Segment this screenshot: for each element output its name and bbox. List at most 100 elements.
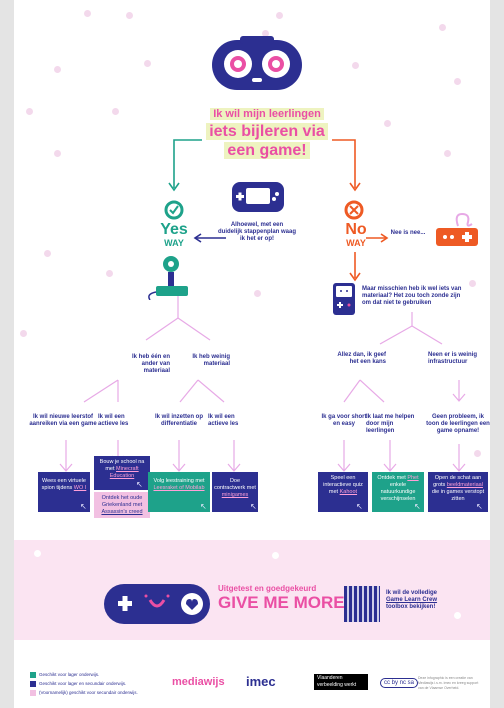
resource-beeldmateriaal[interactable]: Open de schat aan grots beeldmateriaal d… <box>428 472 488 512</box>
option-differentiation: Ik wil inzetten op differentiatie <box>154 414 203 427</box>
decor-dot <box>254 290 261 297</box>
cursor-icon: ↖ <box>250 502 257 511</box>
decor-dot <box>384 120 391 127</box>
resource-link-beeldmateriaal[interactable]: beeldmateriaal <box>446 482 483 488</box>
resource-text: Ontdek met <box>377 475 406 481</box>
branch-no-infrastructure: Neen er is weinig infrastructuur <box>428 352 478 365</box>
resource-text: Volg leestraining met <box>153 478 205 484</box>
branch-little-material: Ik heb weinig materiaal <box>192 354 230 367</box>
cursor-icon: ↖ <box>356 502 363 511</box>
resource-text: Doe contractwerk met <box>214 478 256 491</box>
resource-leesraket[interactable]: Volg leestraining met Leesraket of Mobil… <box>148 472 210 512</box>
resource-link-kahoot[interactable]: Kahoot <box>339 489 358 495</box>
maybe-text: Maar misschien heb ik wel iets van mater… <box>362 286 462 306</box>
resource-link-leesraket[interactable]: Leesraket of Mobilab <box>153 485 205 491</box>
legend-item: Geschikt voor lager en secundair onderwi… <box>30 681 126 687</box>
decor-dot <box>84 10 91 17</box>
legend-swatch <box>30 690 36 696</box>
check-icon <box>164 200 184 220</box>
legend-swatch <box>30 681 36 687</box>
infographic-page: Ik wil mijn leerlingen iets bijleren via… <box>14 0 490 708</box>
option-active-lesson-1: Ik wil een actieve les <box>98 414 129 427</box>
resource-text: Open de schat aan grots <box>433 475 482 488</box>
toolbox-cta[interactable]: Ik wil de volledige Game Learn Crew tool… <box>386 590 456 611</box>
resource-link-wo1[interactable]: WO I <box>73 485 87 491</box>
resource-assassins-creed[interactable]: Ontdek het oude Griekenland met Assassin… <box>94 492 150 518</box>
qr-code[interactable] <box>344 586 380 622</box>
decor-dot <box>112 108 119 115</box>
cursor-icon: ↖ <box>136 480 143 489</box>
decor-dot <box>444 150 451 157</box>
imec-logo: imec <box>246 674 276 689</box>
joystick-icon <box>148 256 188 300</box>
cta-text: toolbox bekijken! <box>386 604 436 610</box>
decor-dot <box>439 24 446 31</box>
decor-dot <box>44 250 51 257</box>
resource-text: enkele natuurkundige verschijnselen <box>380 482 416 502</box>
resource-text: Ontdek het oude Griekenland met <box>101 495 143 508</box>
option-help-students: Ik laat me helpen door mijn leerlingen <box>366 414 415 434</box>
resource-phet[interactable]: Ontdek met Phet enkele natuurkundige ver… <box>372 472 424 512</box>
title-line-1: Ik wil mijn leerlingen <box>210 108 324 120</box>
legend-item: (Voornamelijk) geschikt voor secundair o… <box>30 690 138 696</box>
branch-give-chance: Allez dan, ik geef het een kans <box>337 352 386 365</box>
cursor-icon: ↖ <box>414 502 421 511</box>
decor-dot <box>54 66 61 73</box>
nee-text: Nee is nee... <box>390 230 426 236</box>
decor-dot <box>474 450 481 457</box>
title-line-3: een game! <box>224 142 310 159</box>
resource-link-minigames[interactable]: minigames <box>221 492 249 498</box>
resource-text: Bouw je school na met <box>99 459 145 472</box>
decor-dot <box>352 62 359 69</box>
yes-word: Yes <box>160 221 188 238</box>
decor-dot <box>126 12 133 19</box>
decor-dot <box>54 150 61 157</box>
resource-minecraft[interactable]: Bouw je school na met Minecraft Educatio… <box>94 456 150 490</box>
resource-kahoot[interactable]: Speel een interactieve quiz met Kahoot <box>318 472 368 512</box>
handheld-console-icon <box>232 182 284 212</box>
option-active-lesson-2: Ik wil een actieve les <box>208 414 239 427</box>
cta-text: Ik wil de volledige <box>386 590 438 596</box>
resource-text: Wees een virtuele spion tijdens <box>41 478 86 491</box>
mediawijs-logo: mediawijs <box>172 676 225 688</box>
retro-controller-icon <box>436 212 478 246</box>
decor-dot <box>26 108 33 115</box>
gameboy-icon <box>333 283 355 315</box>
gamepad-icon <box>212 36 302 90</box>
decor-dot <box>276 12 283 19</box>
middle-text: Alhoewel, met een duidelijk stappenplan … <box>218 222 297 242</box>
legend-swatch <box>30 672 36 678</box>
decor-dot <box>262 30 269 37</box>
main-title: Ik wil mijn leerlingen iets bijleren via… <box>202 104 332 160</box>
yes-sub: WAY <box>164 238 184 248</box>
banner-title: GIVE ME MORE <box>218 593 345 612</box>
give-me-more-banner: Uitgetest en goedgekeurd GIVE ME MORE Ik… <box>14 540 490 640</box>
resource-link-minecraft[interactable]: Minecraft Education <box>109 466 139 479</box>
cc-license-badge: cc by nc sa <box>380 678 419 688</box>
resource-link-phet[interactable]: Phet <box>407 475 419 481</box>
title-line-2: iets bijleren via <box>206 123 328 140</box>
resource-text: die in games verstopt zitten <box>431 489 485 502</box>
option-new-content: Ik wil nieuwe leerstof aanreiken via een… <box>29 414 97 427</box>
flow-lines <box>59 139 466 472</box>
decor-dot <box>272 552 279 559</box>
resource-wo1[interactable]: Wees een virtuele spion tijdens WO I <box>38 472 90 512</box>
option-game-recording: Geen probleem, ik toon de leerlingen een… <box>426 414 490 434</box>
cta-link[interactable]: Game Learn Crew <box>386 597 438 603</box>
decor-dot <box>106 270 113 277</box>
resource-minigames[interactable]: Doe contractwerk met minigames <box>212 472 258 512</box>
fineprint: Deze infographic is een creatie van Medi… <box>418 676 479 690</box>
resource-link-assassins-creed[interactable]: Assassin's creed <box>101 509 143 515</box>
cursor-icon: ↖ <box>200 502 207 511</box>
no-word: No <box>345 221 367 238</box>
cursor-icon: ↖ <box>80 502 87 511</box>
decor-dot <box>20 330 27 337</box>
resource-text: Speel een interactieve quiz met <box>323 475 363 495</box>
option-short-easy: Ik ga voor short en easy <box>321 414 367 427</box>
decor-dot <box>469 280 476 287</box>
no-sub: WAY <box>346 238 366 248</box>
banner-subtitle: Uitgetest en goedgekeurd <box>218 584 317 593</box>
banner-gamepad-icon <box>104 584 210 624</box>
decor-dot <box>34 550 41 557</box>
